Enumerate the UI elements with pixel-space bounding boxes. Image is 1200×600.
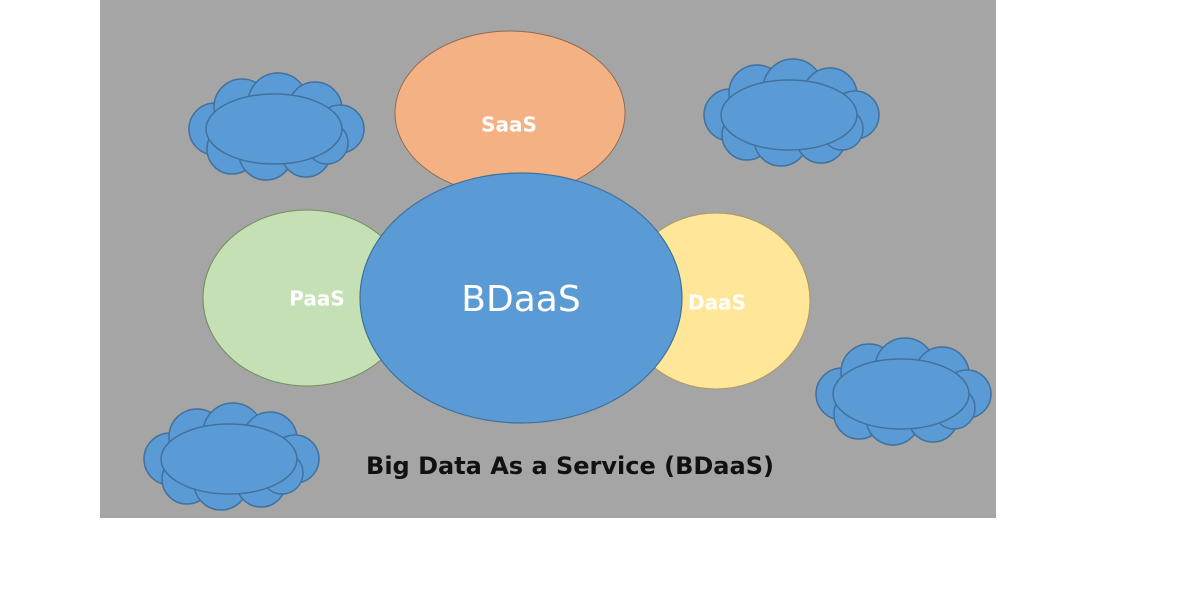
paas-label: PaaS [289,287,345,311]
daas-label: DaaS [688,291,746,315]
diagram-caption: Big Data As a Service (BDaaS) [366,452,774,480]
saas-label: SaaS [481,113,537,137]
bdaas-bubble [359,172,683,424]
bdaas-label: BDaaS [461,279,580,320]
